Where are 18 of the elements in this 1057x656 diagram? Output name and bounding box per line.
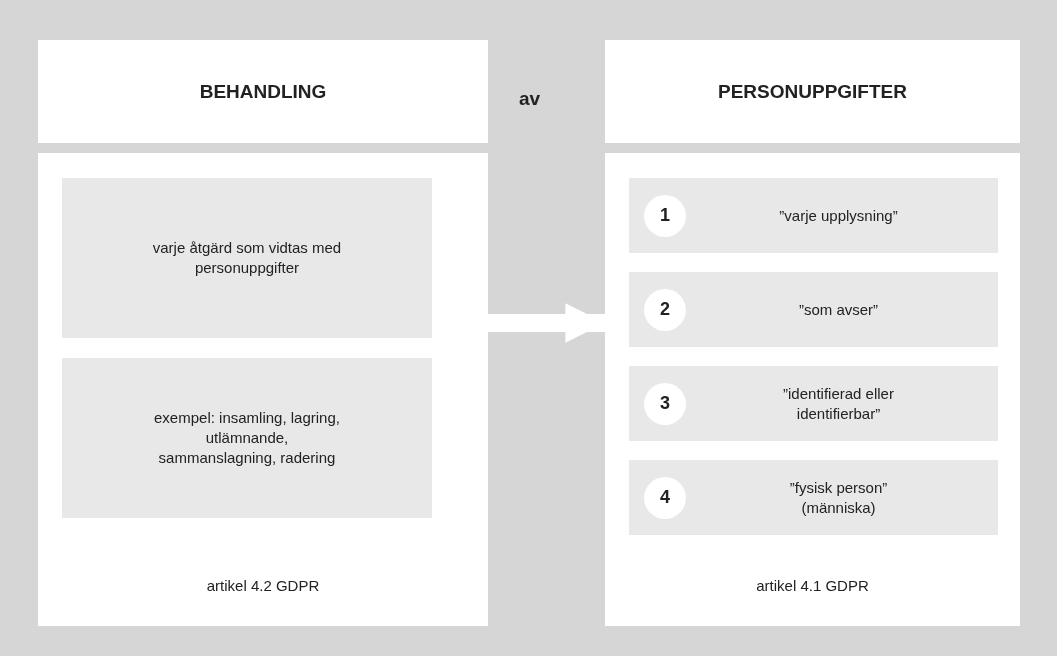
step-number: 3	[644, 382, 686, 425]
text-box: varje åtgärd som vidtas med personuppgifter	[62, 178, 432, 338]
step-number: 4	[644, 476, 686, 519]
article-reference: artikel 4.2 GDPR	[205, 577, 321, 594]
quote-text: ”som avser”	[797, 299, 880, 320]
text-box: exempel: insamling, lagring, utlämnande, sammanslagning, radering	[62, 358, 432, 518]
quote-text: ”fysisk person” (människa)	[788, 477, 889, 518]
article-reference: artikel 4.1 GDPR	[755, 577, 870, 594]
arrow	[488, 303, 605, 343]
content-panel	[605, 153, 1020, 626]
panel-heading: PERSONUPPGIFTER	[605, 40, 1020, 143]
quote-text: ”varje upplysning”	[778, 205, 899, 226]
step-number: 2	[644, 288, 686, 331]
panel-heading: BEHANDLING	[38, 40, 488, 143]
step-number: 1	[644, 194, 686, 237]
quote-text: ”identifierad eller identifierbar”	[782, 383, 895, 424]
connector-word: av	[519, 88, 541, 110]
content-panel	[38, 153, 488, 626]
